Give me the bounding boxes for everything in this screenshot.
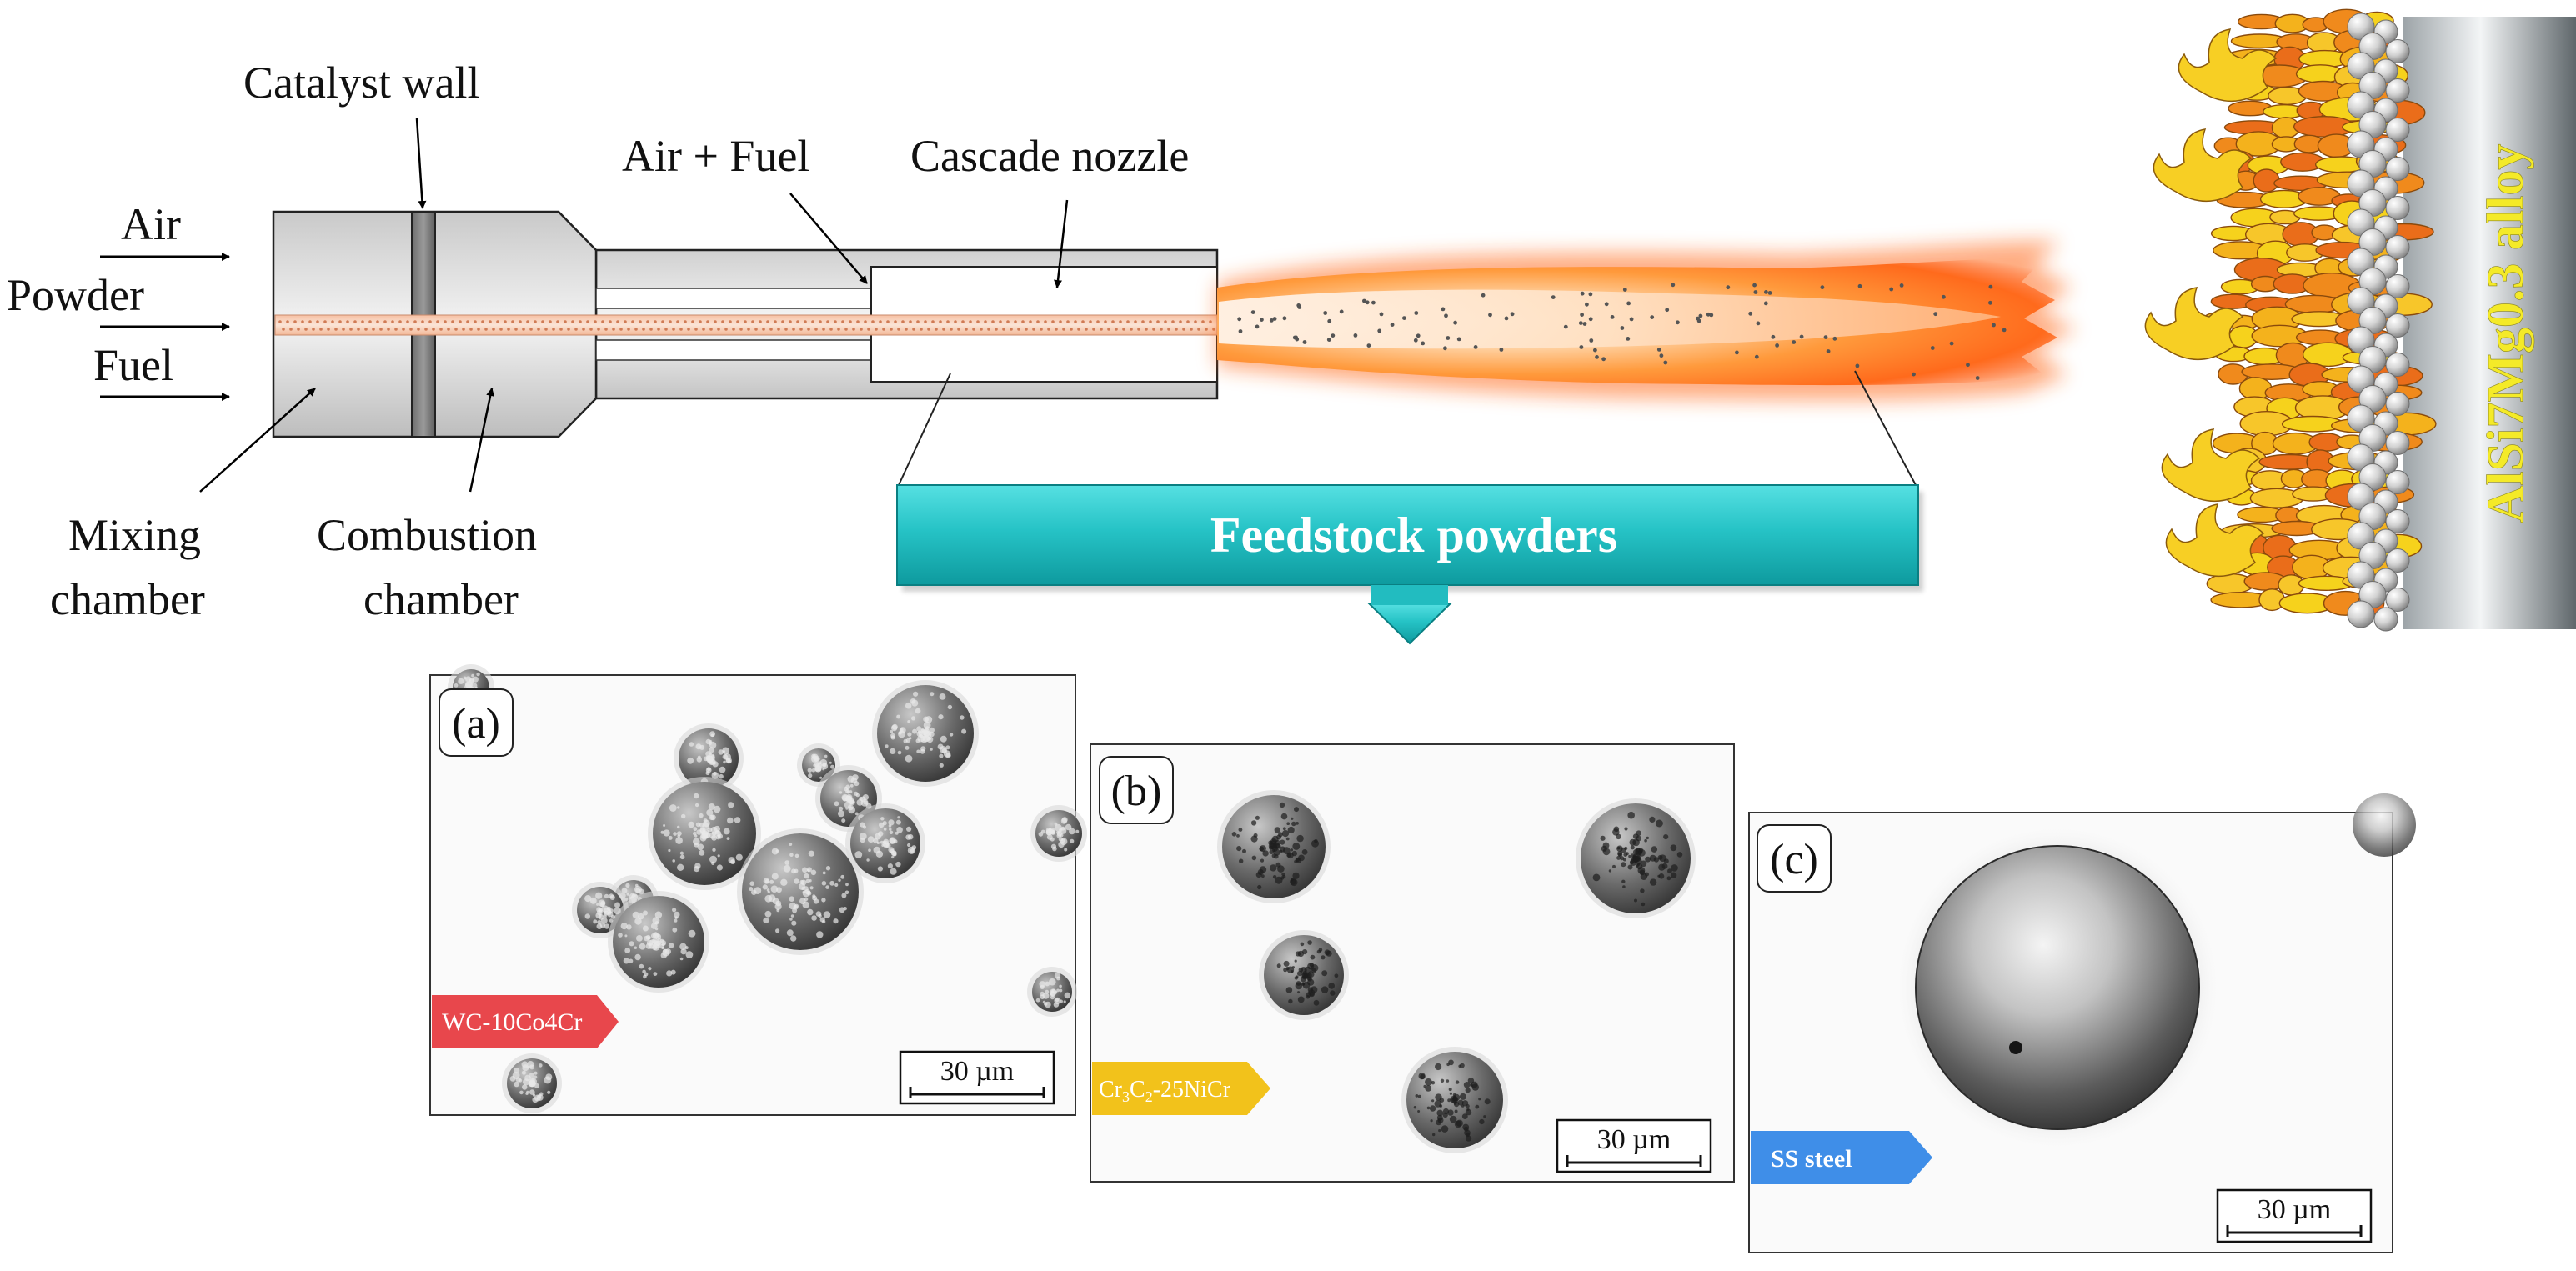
- panel-b-powder-tag-shape: [1092, 1062, 1270, 1115]
- sem-panel-c: (c) SS steel 30 µm: [1748, 793, 2416, 1253]
- zoom-line-left: [898, 373, 951, 486]
- bond-layer-spheres: [2347, 13, 2410, 632]
- panel-a-tag: (a): [452, 700, 500, 748]
- panel-b-tag: (b): [1111, 768, 1162, 815]
- panel-c-powder: SS steel: [1771, 1145, 1852, 1173]
- panel-b-scalebar: 30 µm: [1597, 1124, 1671, 1155]
- panel-a-powder-tag-shape: [432, 995, 619, 1048]
- panel-b-powder: Cr3C2-25NiCr: [1099, 1077, 1231, 1105]
- panel-a-particles: [448, 664, 1087, 1113]
- powder-label: Powder: [7, 270, 144, 320]
- cascade-nozzle-label: Cascade nozzle: [910, 131, 1189, 181]
- substrate-label: AlSi7Mg0.3 alloy: [2478, 144, 2534, 523]
- substrate-block: [2403, 17, 2576, 629]
- panel-c-particles: [1891, 793, 2416, 1154]
- panel-c-tag-box: [1757, 824, 1832, 893]
- fuel-label: Fuel: [93, 340, 173, 390]
- cascade-nozzle-pointer: [1054, 199, 1069, 288]
- flame-particles: [1237, 283, 2007, 380]
- sem-panel-b: (b) Cr3C2-25NiCr 30 µm: [1090, 743, 1735, 1183]
- panel-c-scalebar: 30 µm: [2258, 1194, 2332, 1225]
- catalyst-wall-label: Catalyst wall: [243, 58, 479, 108]
- panel-a-scalebar: 30 µm: [940, 1056, 1015, 1087]
- mixing-chamber-label-line1: Mixing: [68, 510, 201, 560]
- banner-box: [896, 484, 1919, 586]
- panel-c-tag: (c): [1770, 836, 1818, 883]
- input-arrows: [100, 253, 230, 401]
- air-fuel-label: Air + Fuel: [622, 131, 809, 181]
- inner-channel-top: [595, 288, 872, 309]
- panel-b-particles: [1217, 790, 1696, 1153]
- panel-a-tag-box: [439, 688, 514, 757]
- combustion-chamber-label-line1: Combustion: [317, 510, 537, 560]
- banner-title: Feedstock powders: [1210, 508, 1617, 563]
- banner-down-arrow: [1366, 603, 1453, 645]
- catalyst-wall-pointer: [415, 118, 427, 209]
- panel-a-powder: WC-10Co4Cr: [442, 1008, 582, 1036]
- powder-dots: [278, 320, 1215, 331]
- panel-c-powder-tag-shape: [1751, 1131, 1932, 1184]
- air-fuel-pointer: [789, 193, 868, 284]
- mixing-chamber-label-line2: chamber: [50, 574, 205, 624]
- powder-line: [274, 314, 1218, 336]
- combustion-chamber-pointer: [469, 388, 495, 493]
- panel-b-tag-box: [1099, 756, 1174, 824]
- sem-panel-a: (a) WC-10Co4Cr 30 µm: [429, 664, 1087, 1116]
- air-label: Air: [121, 199, 181, 249]
- inner-channel-bottom: [595, 339, 872, 361]
- feedstock-banner: Feedstock powders: [896, 484, 1923, 645]
- hvof-gun: [272, 210, 1219, 438]
- spray-flame: [1217, 240, 2076, 401]
- mixing-chamber-pointer: [199, 388, 316, 493]
- combustion-chamber-label-line2: chamber: [363, 574, 519, 624]
- zoom-line-right: [1854, 370, 1917, 486]
- coating-illustration: AlSi7Mg0.3 alloy: [2144, 8, 2576, 632]
